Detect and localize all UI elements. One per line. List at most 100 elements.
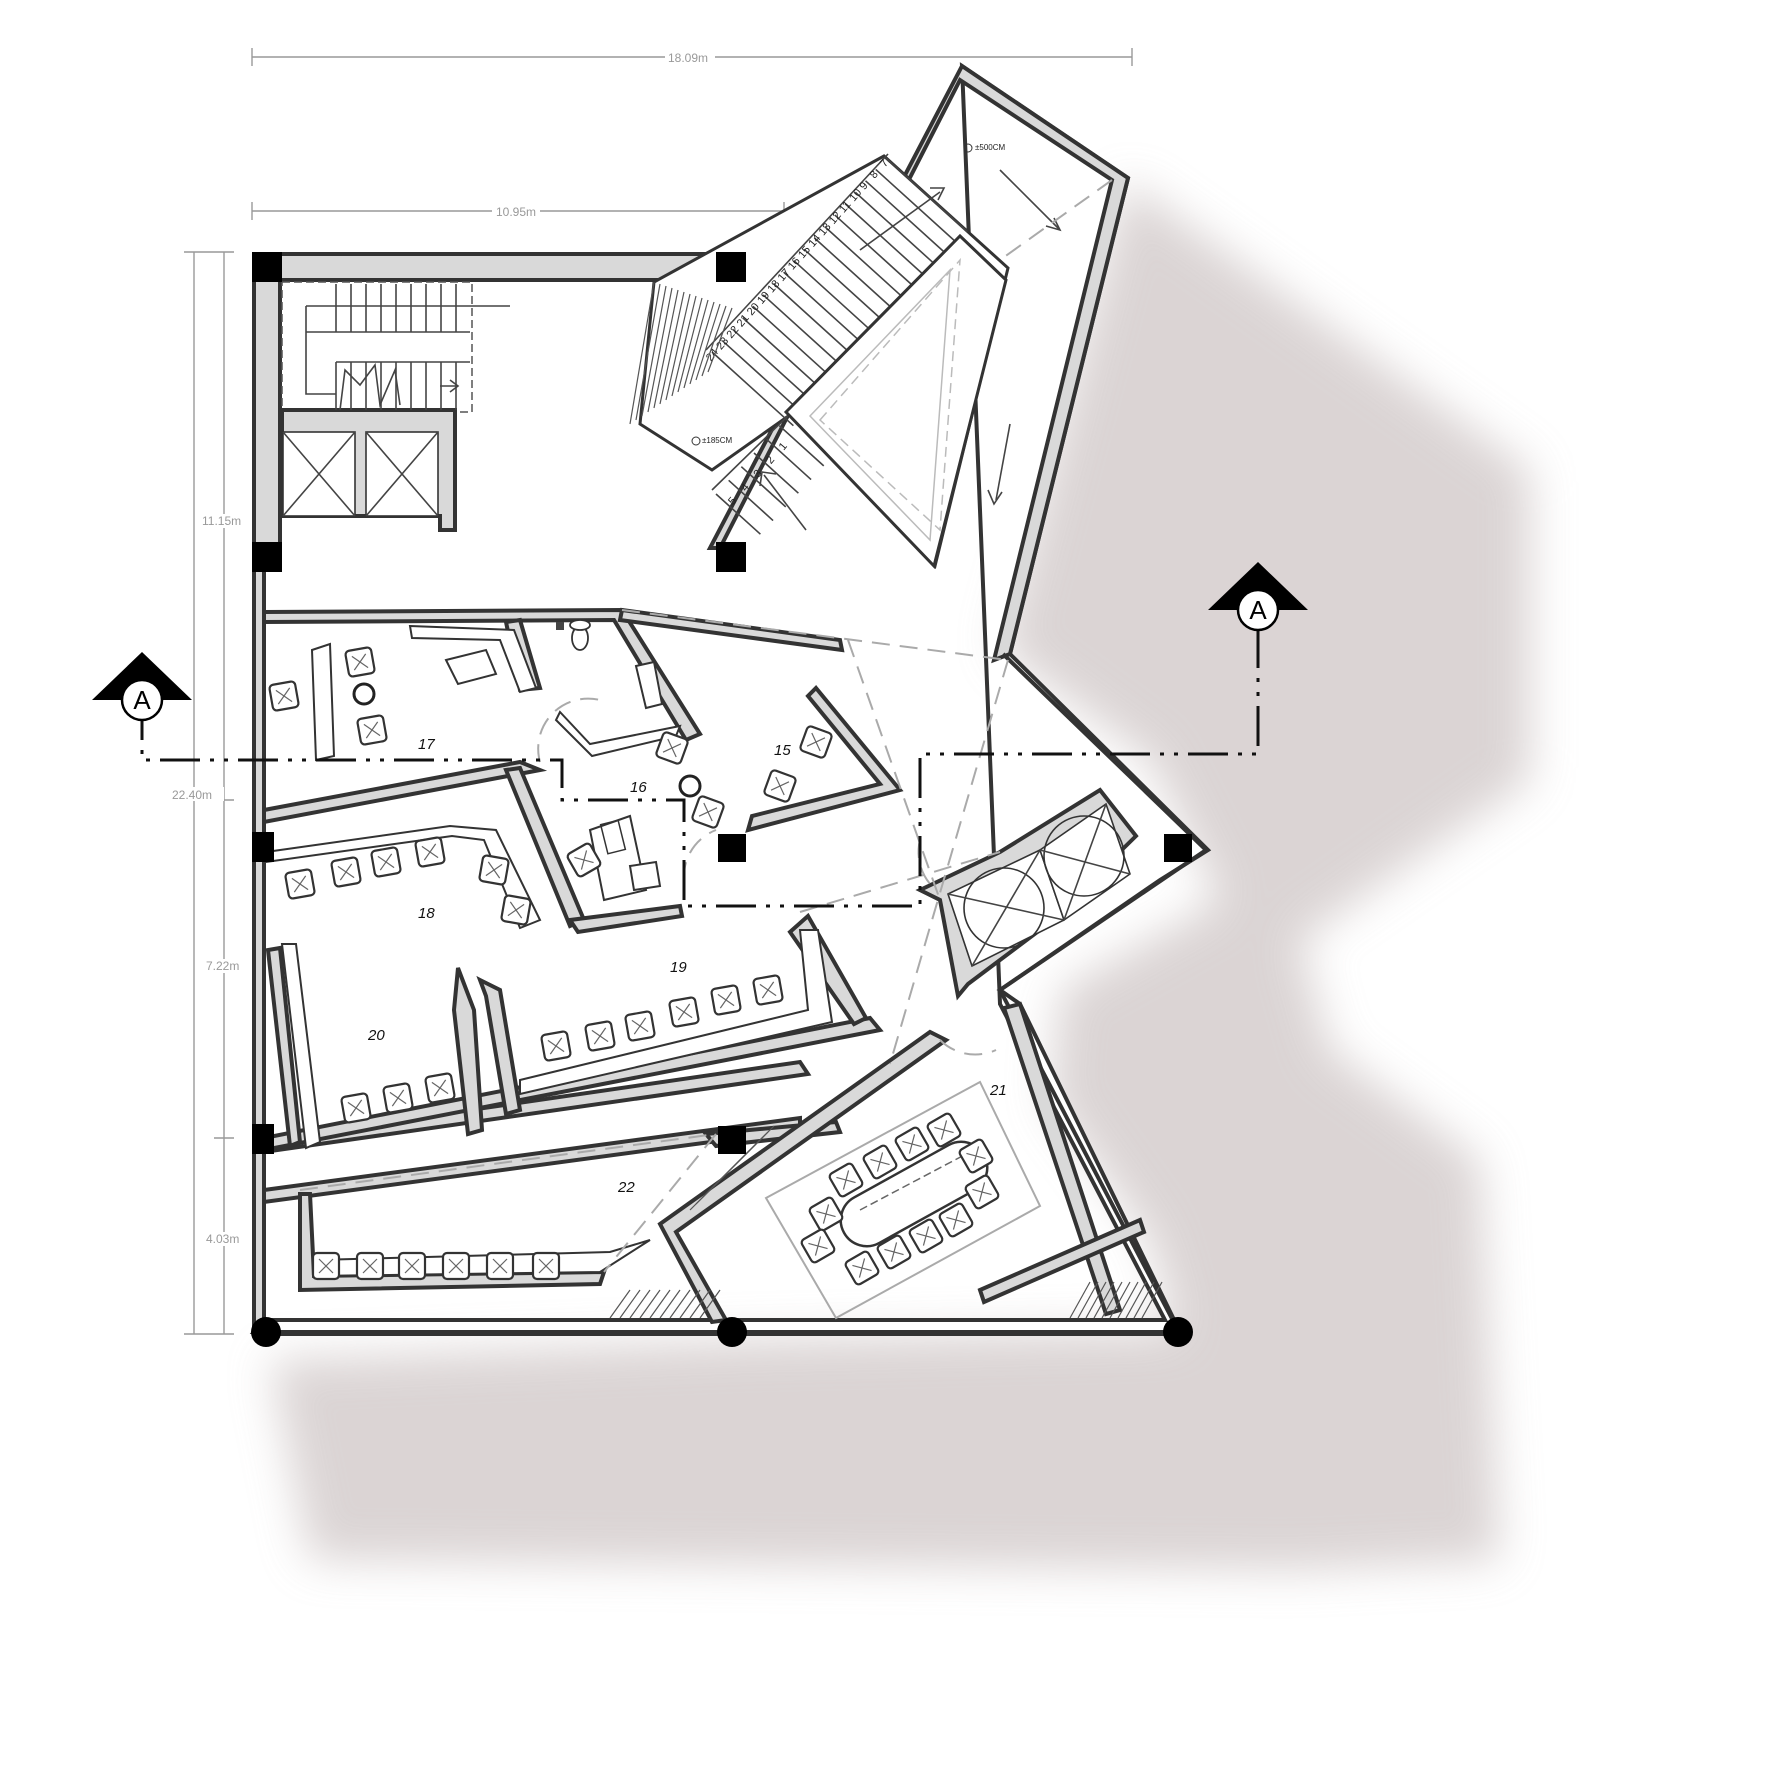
chair-cross	[966, 1152, 986, 1160]
stair-core	[280, 281, 510, 532]
hatch-line	[669, 1289, 691, 1319]
hatch-line	[1085, 1281, 1107, 1319]
main-stair-tread	[885, 157, 968, 233]
chair	[540, 1030, 572, 1062]
hatch-line	[1093, 1281, 1115, 1319]
main-stair-tread	[813, 237, 897, 313]
chair-cross	[507, 903, 525, 917]
chair-cross	[858, 1258, 866, 1278]
hatch-line	[619, 1289, 641, 1319]
stair-hatch	[701, 305, 727, 377]
main-stair-tread	[753, 452, 799, 494]
section-marker-left	[92, 652, 192, 722]
hatch-line	[1101, 1281, 1123, 1319]
main-stair-tread	[875, 168, 958, 244]
chair	[926, 1112, 962, 1148]
chair	[964, 1174, 1000, 1210]
main-stair-tread	[778, 425, 825, 467]
room-18-label: 18	[418, 905, 435, 922]
chair-cross	[662, 743, 682, 753]
chair-cross	[391, 1089, 405, 1107]
main-stair-tread	[762, 294, 846, 370]
chair-cross	[593, 1027, 607, 1045]
chair	[691, 795, 725, 829]
overall-height-label: 22.40m	[172, 788, 212, 802]
chair	[763, 769, 797, 803]
hatch-line	[699, 1289, 721, 1319]
stair-hatch	[695, 303, 721, 381]
chair	[894, 1126, 930, 1162]
main-stair-tread	[766, 438, 812, 481]
hatch-line	[629, 1289, 651, 1319]
hatch-line	[1069, 1281, 1091, 1319]
chair	[344, 646, 376, 678]
stair-hatch	[689, 301, 715, 385]
chair	[584, 1020, 616, 1052]
hatch-line	[649, 1289, 671, 1319]
stair-hatch	[659, 291, 685, 405]
chair-cross	[492, 1258, 508, 1274]
chair	[268, 680, 300, 712]
main-stair-tread	[854, 191, 938, 267]
chair	[441, 1251, 471, 1281]
main-stair-tread	[752, 305, 835, 381]
stair-hatch	[665, 293, 691, 401]
columns	[251, 252, 1193, 1347]
chair	[424, 1072, 456, 1104]
chair-cross	[770, 781, 790, 791]
chair-cross	[433, 1079, 447, 1097]
section-line	[140, 610, 1260, 908]
chair	[284, 868, 316, 900]
chair	[330, 856, 362, 888]
chair-cross	[822, 1204, 830, 1224]
hatch-line	[1133, 1281, 1155, 1319]
chair	[710, 984, 742, 1016]
chair	[397, 1251, 427, 1281]
stair-hatch	[641, 285, 667, 417]
chair-cross	[404, 1258, 420, 1274]
chair-cross	[318, 1258, 334, 1274]
chair	[668, 996, 700, 1028]
chairs	[268, 646, 1000, 1286]
room-17-label: 17	[418, 736, 435, 753]
chair-cross	[339, 863, 353, 881]
main-stair-tread	[844, 203, 927, 278]
stair-hatch	[635, 283, 661, 421]
chair-cross	[365, 721, 379, 739]
hatch-line	[639, 1289, 661, 1319]
section-marker-right	[1208, 562, 1308, 632]
chair-cross	[349, 1099, 363, 1117]
main-stair-tread	[803, 248, 887, 324]
hatch-line	[1117, 1281, 1139, 1319]
chair-cross	[549, 1037, 563, 1055]
chair-cross	[719, 991, 733, 1009]
room-20-label: 20	[367, 1027, 385, 1044]
chair-cross	[423, 843, 437, 861]
chair-cross	[379, 853, 393, 871]
chair	[828, 1162, 864, 1198]
chair-cross	[972, 1188, 992, 1196]
chair-cross	[538, 1258, 554, 1274]
partial-width-label: 10.95m	[496, 205, 536, 219]
chair	[414, 836, 446, 868]
chair-cross	[362, 1258, 378, 1274]
chair-cross	[485, 863, 503, 877]
stair-hatch	[683, 299, 709, 389]
chair-cross	[808, 1242, 828, 1250]
chair	[566, 842, 602, 878]
stair-hatch	[629, 281, 655, 425]
stair-hatch	[671, 295, 697, 397]
hatch-line	[659, 1289, 681, 1319]
segment-bottom-label: 4.03m	[206, 1232, 239, 1246]
hatch-line	[1141, 1281, 1163, 1319]
chair	[752, 974, 784, 1006]
main-stair-tread	[793, 260, 876, 335]
hatch-line	[1077, 1281, 1099, 1319]
stair-hatch	[707, 307, 733, 373]
chair	[340, 1092, 372, 1124]
room-22-label: 22	[617, 1179, 635, 1196]
chair-cross	[293, 875, 307, 893]
hatch-line	[679, 1289, 701, 1319]
stair-hatch	[653, 289, 679, 409]
